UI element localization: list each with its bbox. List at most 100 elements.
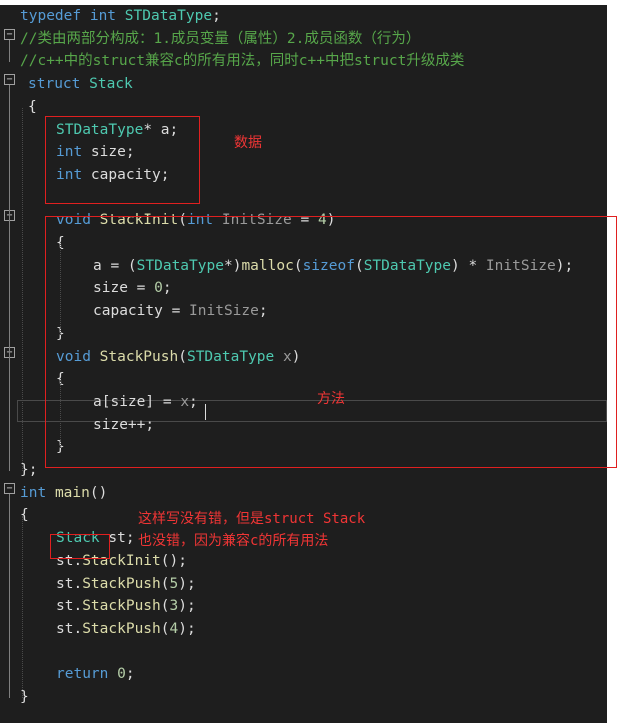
- code-token: [116, 8, 125, 24]
- code-token: ): [326, 212, 336, 229]
- code-token: x: [180, 393, 190, 410]
- text-caret: [205, 404, 206, 420]
- code-token: main: [54, 484, 90, 501]
- code-token: StackPush: [82, 598, 161, 615]
- code-token: {: [56, 371, 65, 388]
- code-token: =: [291, 212, 318, 229]
- code-token: int: [20, 484, 47, 501]
- code-text: void StackPush(STDataType x): [56, 346, 300, 368]
- code-token: (: [354, 257, 364, 274]
- code-line: st.StackPush(5);: [0, 573, 607, 595]
- code-line: struct Stack: [0, 73, 607, 95]
- code-token: 3: [169, 598, 179, 615]
- code-editor[interactable]: typedef int STDataType;//类由两部分构成：1.成员变量（…: [0, 5, 607, 723]
- code-text: int size;: [56, 141, 135, 163]
- current-line-highlight: [17, 400, 607, 422]
- member-functions-box: [45, 216, 617, 468]
- outline-guide: [9, 493, 10, 698]
- code-token: x: [283, 348, 292, 365]
- code-token: void: [56, 348, 91, 365]
- code-text: typedef int STDataType;: [20, 5, 221, 27]
- indent-guide: [60, 244, 61, 335]
- code-token: typedef: [20, 8, 82, 24]
- code-token: size++;: [93, 416, 155, 433]
- code-line: int size;: [0, 141, 607, 163]
- code-text: int capacity;: [56, 164, 170, 186]
- code-token: return: [56, 666, 109, 683]
- code-token: malloc: [241, 257, 294, 274]
- code-line: a[size] = x;: [0, 391, 607, 413]
- data-annotation: 数据: [234, 135, 262, 151]
- code-line: }: [0, 686, 607, 708]
- code-text: {: [56, 232, 65, 254]
- code-text: //类由两部分构成：1.成员变量（属性）2.成员函数（行为）: [20, 28, 420, 50]
- struct-note-line-1: 这样写没有错，但是struct Stack: [138, 511, 366, 527]
- code-token: STDataType: [186, 348, 275, 365]
- code-token: 4: [169, 620, 179, 637]
- code-token: int: [56, 144, 83, 161]
- code-line: capacity = InitSize;: [0, 300, 607, 322]
- code-token: st;: [99, 530, 135, 547]
- code-token: *): [223, 257, 242, 274]
- collapse-toggle-icon[interactable]: −: [4, 482, 15, 494]
- code-token: StackPush: [99, 348, 179, 365]
- code-token: 0: [154, 280, 163, 297]
- code-text: struct Stack: [28, 73, 133, 95]
- code-token: a[size] =: [93, 393, 181, 410]
- code-token: StackPush: [82, 620, 161, 637]
- code-token: * a;: [143, 121, 179, 138]
- code-text: {: [20, 504, 29, 526]
- code-token: ;: [125, 666, 135, 683]
- code-token: STDataType: [124, 8, 213, 24]
- code-token: (: [160, 620, 170, 637]
- collapse-toggle-icon[interactable]: −: [4, 74, 15, 86]
- code-token: [80, 76, 89, 92]
- indent-guide: [60, 380, 61, 449]
- code-token: [81, 8, 90, 24]
- code-token: }: [20, 689, 29, 705]
- code-text: st.StackPush(3);: [56, 595, 196, 617]
- code-token: st.: [56, 620, 83, 637]
- code-line: STDataType* a;: [0, 119, 607, 141]
- code-token: [46, 485, 55, 501]
- code-token: ): [291, 348, 301, 365]
- code-text: };: [20, 459, 37, 481]
- code-text: st.StackPush(5);: [56, 573, 196, 595]
- code-text: size = 0;: [93, 277, 172, 299]
- code-text: return 0;: [56, 663, 135, 685]
- code-token: };: [20, 462, 38, 478]
- code-token: StackPush: [82, 575, 161, 592]
- code-token: sizeof: [302, 257, 355, 274]
- code-token: int: [89, 8, 117, 24]
- code-token: );: [178, 598, 196, 615]
- collapse-toggle-icon[interactable]: −: [4, 28, 15, 40]
- code-text: {: [56, 368, 65, 390]
- code-token: (: [293, 257, 303, 274]
- member-variables-box: [45, 116, 200, 204]
- code-line: [0, 641, 607, 663]
- outline-guide: [9, 357, 10, 449]
- code-token: [108, 666, 117, 682]
- code-text: st.StackPush(4);: [56, 618, 196, 640]
- code-token: STDataType: [363, 257, 451, 274]
- code-token: ) *: [451, 257, 486, 274]
- code-line: a = (STDataType*)malloc(sizeof(STDataTyp…: [0, 255, 607, 277]
- code-text: int main(): [20, 482, 107, 504]
- code-line: st.StackPush(3);: [0, 595, 607, 617]
- code-token: int: [56, 166, 83, 183]
- code-line: //c++中的struct兼容c的所有用法，同时c++中把struct升级成类: [0, 50, 607, 72]
- code-token: capacity =: [93, 303, 190, 320]
- code-line: return 0;: [0, 663, 607, 685]
- struct-note-line-2: 也没错，因为兼容c的所有用法: [138, 533, 329, 549]
- code-line: {: [0, 368, 607, 390]
- code-token: {: [56, 235, 65, 251]
- code-token: );: [178, 575, 196, 592]
- code-line: size = 0;: [0, 277, 607, 299]
- code-text: size++;: [93, 414, 154, 436]
- code-token: ;: [258, 303, 268, 320]
- code-text: a[size] = x;: [93, 391, 198, 413]
- stack-type-box: [50, 534, 110, 559]
- code-token: STDataType: [136, 257, 224, 274]
- code-line: int main(): [0, 482, 607, 504]
